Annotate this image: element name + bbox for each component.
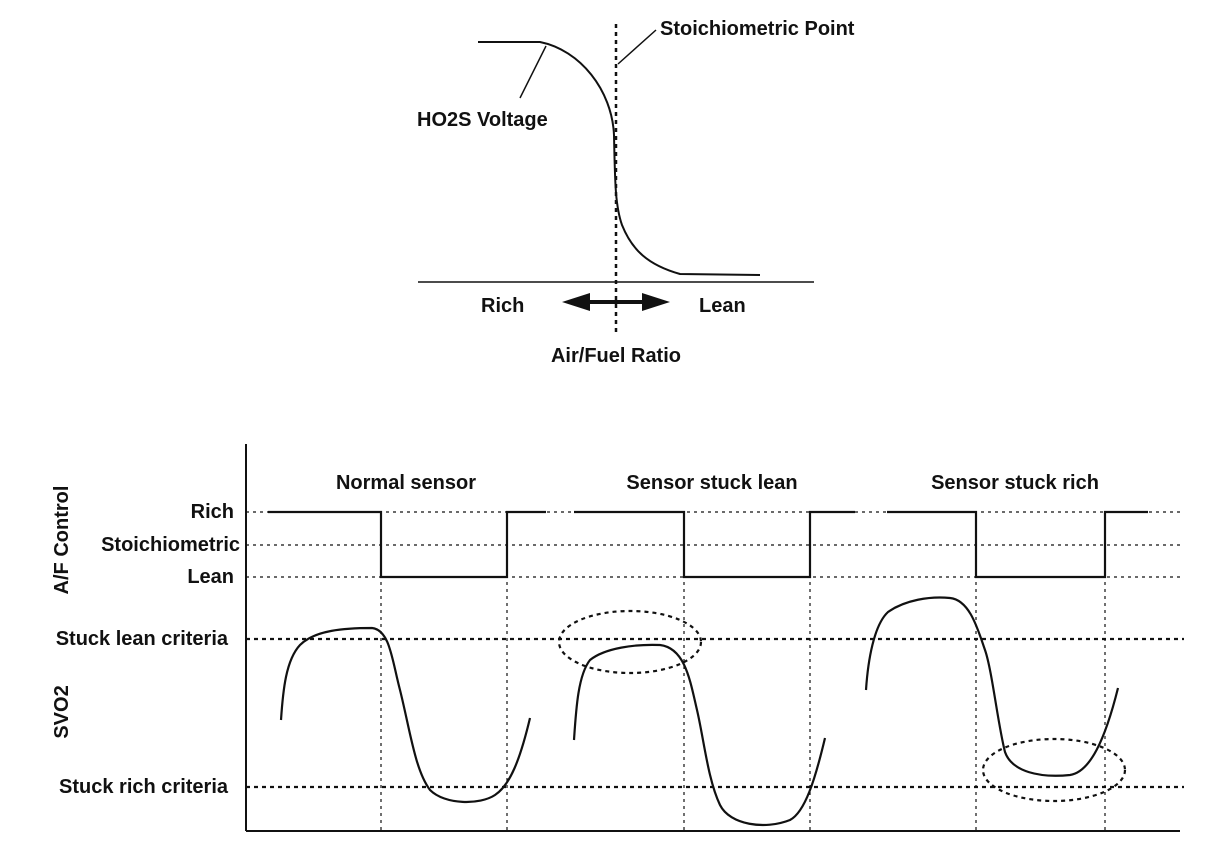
ho2s-voltage-label: HO2S Voltage xyxy=(417,109,548,131)
level-label-lean: Lean xyxy=(187,566,234,588)
bottom-diagnostic-diagram: Normal sensor Sensor stuck lean Sensor s… xyxy=(51,444,1184,832)
level-label-stoich: Stoichiometric xyxy=(101,534,240,556)
ho2s-voltage-curve xyxy=(478,41,761,276)
af-control-wave-stuck-lean xyxy=(574,510,855,579)
ho2s-voltage-leader xyxy=(519,45,547,99)
svo2-curve-stuck-rich xyxy=(864,596,1120,777)
svo2-curve-stuck-lean xyxy=(572,643,827,827)
panel-title-stuck-rich: Sensor stuck rich xyxy=(931,472,1099,494)
svo2-axis-label: SVO2 xyxy=(51,685,73,738)
level-label-stuck-lean: Stuck lean criteria xyxy=(56,628,229,650)
af-control-wave-stuck-rich xyxy=(887,510,1148,579)
stoichiometric-leader xyxy=(617,29,657,65)
panel-title-normal: Normal sensor xyxy=(336,472,476,494)
af-control-wave-normal xyxy=(268,510,546,579)
transition-lines xyxy=(380,512,1106,831)
top-voltage-diagram: HO2S Voltage Stoichiometric Point Rich L… xyxy=(417,18,855,367)
stuck-lean-highlight xyxy=(557,609,703,675)
air-fuel-ratio-label: Air/Fuel Ratio xyxy=(551,345,681,367)
panel-title-stuck-lean: Sensor stuck lean xyxy=(626,472,797,494)
af-control-axis-label: A/F Control xyxy=(51,486,73,595)
rich-label: Rich xyxy=(481,295,524,317)
svo2-curve-normal xyxy=(279,626,532,804)
level-label-rich: Rich xyxy=(191,501,234,523)
lean-label: Lean xyxy=(699,295,746,317)
double-arrow-icon xyxy=(562,293,670,311)
level-label-stuck-rich: Stuck rich criteria xyxy=(59,776,229,798)
stuck-rich-highlight xyxy=(981,737,1127,803)
stoichiometric-point-label: Stoichiometric Point xyxy=(660,18,855,40)
